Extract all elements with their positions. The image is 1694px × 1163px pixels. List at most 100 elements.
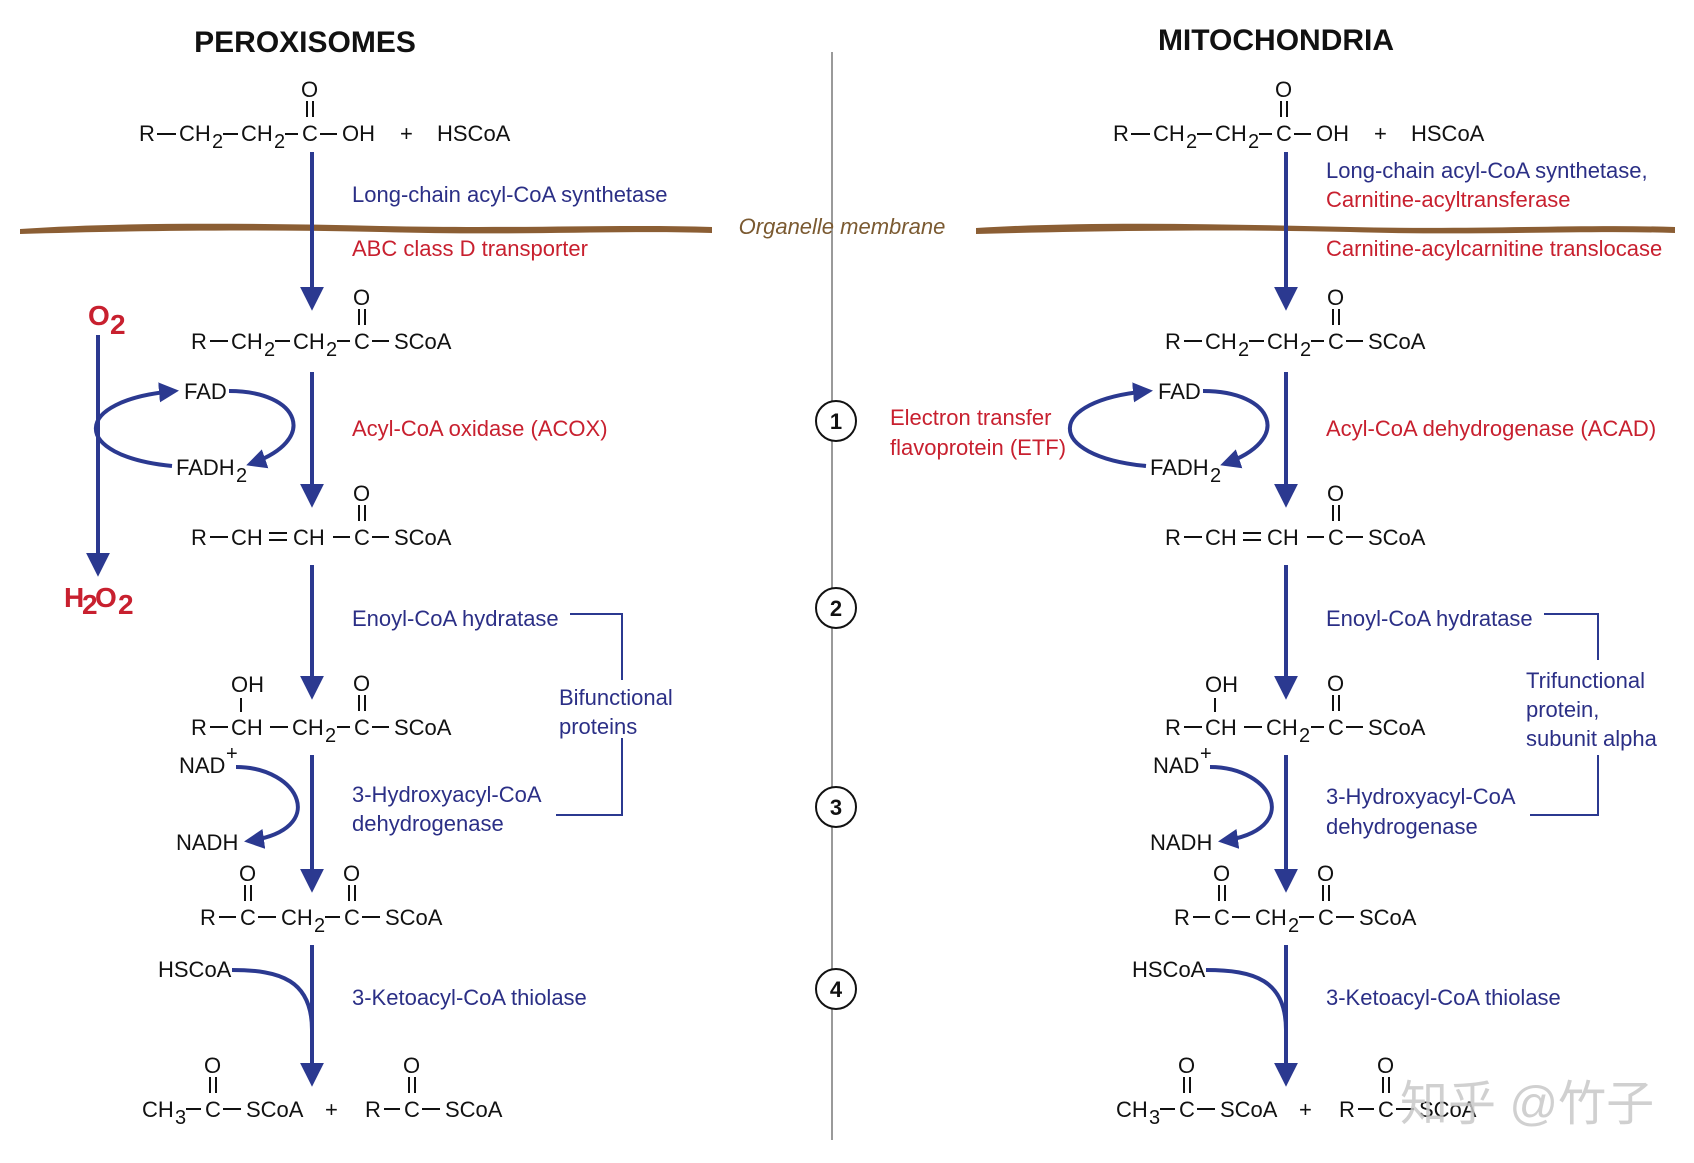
svg-text:3: 3 xyxy=(175,1107,186,1129)
left-fad-label: FAD xyxy=(184,379,227,404)
svg-text:O: O xyxy=(1317,861,1334,886)
right-hydroxyacyl-coa: OH R CH CH 2 C O SCoA xyxy=(1165,671,1426,747)
left-ketoacyl-coa: R C O CH 2 C O SCoA xyxy=(200,861,443,937)
svg-text:CH: CH xyxy=(1266,715,1298,740)
svg-text:CH: CH xyxy=(1153,121,1185,146)
right-translocase-label: Carnitine-acylcarnitine translocase xyxy=(1326,236,1662,261)
svg-text:C: C xyxy=(1214,905,1230,930)
svg-text:O: O xyxy=(1275,77,1292,102)
svg-text:2: 2 xyxy=(118,589,134,620)
left-nadh-label: NADH xyxy=(176,830,238,855)
svg-text:O: O xyxy=(343,861,360,886)
svg-text:C: C xyxy=(1328,715,1344,740)
right-etf-label-2: flavoprotein (ETF) xyxy=(890,435,1066,460)
svg-text:NAD: NAD xyxy=(179,753,225,778)
left-oxidase-label: Acyl-CoA oxidase (ACOX) xyxy=(352,416,608,441)
svg-text:+: + xyxy=(1374,121,1387,146)
svg-text:R: R xyxy=(139,121,155,146)
svg-text:FADH: FADH xyxy=(1150,455,1209,480)
right-fatty-acid: R CH 2 CH 2 C O OH + HSCoA xyxy=(1113,77,1485,153)
right-trifunctional-label-3: subunit alpha xyxy=(1526,726,1658,751)
svg-text:SCoA: SCoA xyxy=(1419,1097,1477,1122)
svg-text:R: R xyxy=(1339,1097,1355,1122)
svg-text:R: R xyxy=(1113,121,1129,146)
right-nad-arrow xyxy=(1209,765,1274,849)
svg-text:+: + xyxy=(400,121,413,146)
watermark: 知乎 @竹子 xyxy=(1400,1078,1654,1131)
svg-text:CH: CH xyxy=(179,121,211,146)
svg-text:SCoA: SCoA xyxy=(394,525,452,550)
svg-text:1: 1 xyxy=(830,409,842,434)
svg-text:SCoA: SCoA xyxy=(1368,329,1426,354)
svg-text:+: + xyxy=(226,743,238,765)
svg-text:C: C xyxy=(205,1097,221,1122)
right-fadh2-label: FADH 2 xyxy=(1150,455,1221,487)
svg-text:SCoA: SCoA xyxy=(394,329,452,354)
svg-text:3: 3 xyxy=(830,795,842,820)
svg-text:O: O xyxy=(204,1053,221,1078)
right-nadh-label: NADH xyxy=(1150,830,1212,855)
svg-text:2: 2 xyxy=(236,465,247,487)
membrane-right xyxy=(976,223,1675,234)
left-transporter-label: ABC class D transporter xyxy=(352,236,588,261)
svg-text:R: R xyxy=(1165,525,1181,550)
svg-text:+: + xyxy=(325,1097,338,1122)
svg-text:O: O xyxy=(1327,285,1344,310)
right-dehydrogenase-label: Acyl-CoA dehydrogenase (ACAD) xyxy=(1326,416,1656,441)
svg-text:C: C xyxy=(1179,1097,1195,1122)
left-dehydrogenase-label-1: 3-Hydroxyacyl-CoA xyxy=(352,782,542,807)
membrane-left xyxy=(20,223,712,234)
svg-text:FADH: FADH xyxy=(176,455,235,480)
right-hydroxy-label-2: dehydrogenase xyxy=(1326,814,1478,839)
left-bifunctional-label-2: proteins xyxy=(559,714,637,739)
svg-text:CH: CH xyxy=(241,121,273,146)
left-fatty-acid: R CH 2 CH 2 C O OH + HSCoA xyxy=(139,77,511,153)
right-hscoa-arrow xyxy=(1205,968,1288,1031)
svg-text:O: O xyxy=(1377,1053,1394,1078)
svg-text:2: 2 xyxy=(326,339,337,361)
svg-text:2: 2 xyxy=(1288,915,1299,937)
svg-text:2: 2 xyxy=(1210,465,1221,487)
right-etf-label-1: Electron transfer xyxy=(890,405,1051,430)
svg-text:O: O xyxy=(353,671,370,696)
svg-text:2: 2 xyxy=(1238,339,1249,361)
left-acyl-coa: R CH 2 CH 2 C O SCoA xyxy=(191,285,452,361)
svg-text:2: 2 xyxy=(212,131,223,153)
svg-text:2: 2 xyxy=(325,725,336,747)
left-hydroxyacyl-coa: OH R CH CH 2 C O SCoA xyxy=(191,671,452,747)
right-ketoacyl-coa: R C O CH 2 C O SCoA xyxy=(1174,861,1417,937)
right-hscoa-label: HSCoA xyxy=(1132,957,1206,982)
right-fad-label: FAD xyxy=(1158,379,1201,404)
svg-text:SCoA: SCoA xyxy=(246,1097,304,1122)
svg-text:HSCoA: HSCoA xyxy=(437,121,511,146)
svg-text:CH: CH xyxy=(292,715,324,740)
svg-text:O: O xyxy=(88,300,110,331)
right-hydratase-label: Enoyl-CoA hydratase xyxy=(1326,606,1533,631)
right-fad-loop xyxy=(1068,382,1153,468)
left-o2-label: O 2 xyxy=(88,300,126,340)
left-products: CH 3 C O SCoA + R C O SCoA xyxy=(142,1053,503,1129)
svg-text:R: R xyxy=(1165,329,1181,354)
svg-text:3: 3 xyxy=(1149,1107,1160,1129)
svg-text:2: 2 xyxy=(110,309,126,340)
title-mitochondria: MITOCHONDRIA xyxy=(1158,24,1394,57)
svg-text:O: O xyxy=(239,861,256,886)
svg-text:CH: CH xyxy=(1215,121,1247,146)
right-fad-cycle xyxy=(1202,389,1270,469)
svg-text:R: R xyxy=(1174,905,1190,930)
svg-text:CH: CH xyxy=(293,525,325,550)
svg-text:CH: CH xyxy=(142,1097,174,1122)
svg-text:2: 2 xyxy=(264,339,275,361)
svg-text:O: O xyxy=(403,1053,420,1078)
svg-text:SCoA: SCoA xyxy=(385,905,443,930)
left-hscoa-arrow xyxy=(231,968,314,1031)
svg-text:C: C xyxy=(1378,1097,1394,1122)
svg-text:OH: OH xyxy=(1205,672,1238,697)
membrane-label: Organelle membrane xyxy=(739,214,946,239)
svg-text:R: R xyxy=(191,715,207,740)
svg-text:HSCoA: HSCoA xyxy=(1411,121,1485,146)
svg-text:CH: CH xyxy=(1205,715,1237,740)
svg-text:+: + xyxy=(1299,1097,1312,1122)
svg-text:O: O xyxy=(1327,481,1344,506)
